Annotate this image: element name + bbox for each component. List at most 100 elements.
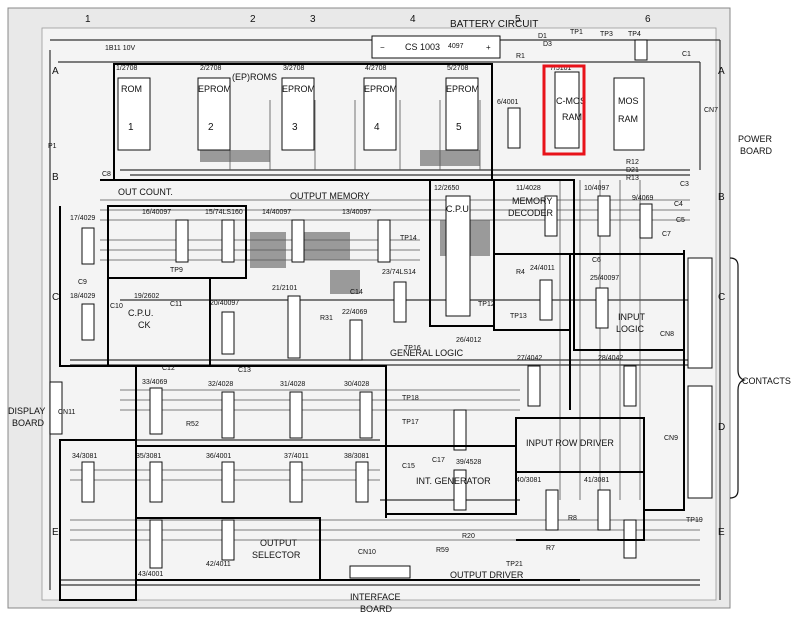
svg-text:CN10: CN10 (358, 549, 376, 556)
svg-text:TP4: TP4 (628, 31, 641, 38)
svg-text:CN9: CN9 (664, 435, 678, 442)
board-version: 1B11 10V (105, 45, 136, 52)
svg-text:33/4069: 33/4069 (142, 379, 167, 386)
svg-text:C10: C10 (110, 303, 123, 310)
svg-text:C5: C5 (676, 217, 685, 224)
svg-text:25/40097: 25/40097 (590, 275, 619, 282)
svg-text:RAM: RAM (562, 112, 582, 122)
mos-ram-chip: MOS RAM (613, 77, 645, 151)
svg-text:21/2101: 21/2101 (272, 285, 297, 292)
svg-text:ROM: ROM (121, 84, 142, 94)
component-refs: CN7 CN8 CN9 CN10 CN11 TP1 TP3 TP4 TP9 TP… (58, 29, 718, 568)
output-driver-label: OUTPUT DRIVER (450, 570, 524, 580)
svg-text:TP3: TP3 (600, 31, 613, 38)
svg-text:C3: C3 (680, 181, 689, 188)
svg-text:3/2708: 3/2708 (283, 65, 305, 72)
svg-text:37/4011: 37/4011 (284, 453, 309, 460)
display-board-label: BOARD (12, 418, 45, 428)
svg-text:C4: C4 (674, 201, 683, 208)
svg-text:14/40097: 14/40097 (262, 209, 291, 216)
svg-text:32/4028: 32/4028 (208, 381, 233, 388)
svg-text:CN11: CN11 (58, 409, 75, 416)
block-labels: OUT COUNT. OUTPUT MEMORY MEMORY DECODER … (118, 187, 646, 580)
svg-text:D21: D21 (626, 167, 639, 174)
svg-text:R1: R1 (516, 53, 525, 60)
svg-text:EPROM: EPROM (198, 84, 231, 94)
svg-text:−: − (380, 43, 385, 52)
svg-text:E: E (52, 527, 59, 538)
svg-text:5: 5 (456, 122, 462, 133)
memory-label: MEMORY (512, 196, 552, 206)
svg-text:TP14: TP14 (400, 235, 417, 242)
svg-text:28/4042: 28/4042 (598, 355, 623, 362)
svg-text:R31: R31 (320, 315, 333, 322)
svg-text:CN7: CN7 (704, 107, 718, 114)
decoder-label: DECODER (508, 208, 554, 218)
power-board-label: BOARD (740, 146, 773, 156)
svg-text:R7: R7 (546, 545, 555, 552)
svg-text:23/74LS14: 23/74LS14 (382, 269, 416, 276)
cmos-ram-chip: 7/5101 C-MOS RAM (550, 65, 586, 149)
epproms-label: (EP)ROMS (232, 72, 277, 82)
svg-text:9/4069: 9/4069 (632, 195, 654, 202)
general-logic-label: GENERAL LOGIC (390, 348, 464, 358)
svg-text:34/3081: 34/3081 (72, 453, 97, 460)
svg-text:RAM: RAM (618, 114, 638, 124)
ic-chips: 6/4001 11/4028 10/4097 9/4069 12/2650 C.… (70, 39, 654, 578)
svg-text:20/40097: 20/40097 (210, 300, 239, 307)
svg-text:B: B (52, 172, 59, 183)
svg-text:R8: R8 (568, 515, 577, 522)
battery-cs1003: − CS 1003 4097 + (371, 35, 501, 59)
svg-text:C11: C11 (170, 301, 182, 308)
svg-text:15/74LS160: 15/74LS160 (205, 209, 243, 216)
svg-text:EPROM: EPROM (364, 84, 397, 94)
svg-text:E: E (718, 527, 725, 538)
rom-3: 3/2708 EPROM 3 (281, 65, 315, 151)
svg-text:A: A (52, 66, 59, 77)
svg-text:C6: C6 (592, 257, 601, 264)
out-count-label: OUT COUNT. (118, 187, 173, 197)
grid-markers: 1 2 3 4 5 6 A B C D E A B C D E (52, 14, 725, 538)
logic-label: LOGIC (616, 324, 645, 334)
svg-text:2: 2 (250, 14, 256, 25)
p1-label: P1 (48, 143, 57, 150)
svg-text:C1: C1 (682, 51, 691, 58)
svg-text:R52: R52 (186, 421, 199, 428)
svg-text:R4: R4 (516, 269, 525, 276)
svg-text:C-MOS: C-MOS (556, 96, 586, 106)
svg-text:R59: R59 (436, 547, 449, 554)
svg-text:CN8: CN8 (660, 331, 674, 338)
svg-text:5: 5 (515, 14, 521, 25)
svg-text:EPROM: EPROM (446, 84, 479, 94)
selector-label: SELECTOR (252, 550, 301, 560)
svg-text:B: B (718, 192, 725, 203)
input-label: INPUT (618, 312, 646, 322)
svg-text:36/4001: 36/4001 (206, 453, 231, 460)
svg-text:35/3081: 35/3081 (136, 453, 161, 460)
svg-text:A: A (718, 66, 725, 77)
cpu-ck-label-1: C.P.U. (128, 308, 153, 318)
svg-text:+: + (486, 43, 491, 52)
svg-text:3: 3 (292, 122, 298, 133)
svg-text:C15: C15 (402, 463, 415, 470)
output-label: OUTPUT (260, 538, 298, 548)
svg-text:16/40097: 16/40097 (142, 209, 171, 216)
power-label: POWER (738, 134, 773, 144)
svg-text:1: 1 (85, 14, 91, 25)
svg-text:C: C (52, 292, 59, 303)
svg-text:MOS: MOS (618, 96, 639, 106)
svg-text:C7: C7 (662, 231, 671, 238)
svg-text:D3: D3 (543, 41, 552, 48)
svg-text:R12: R12 (626, 159, 639, 166)
output-memory-label: OUTPUT MEMORY (290, 191, 370, 201)
connectors (49, 257, 713, 579)
rom-row: 1/2708 ROM 1 2/2708 EPROM 2 3/2708 EPROM… (116, 65, 479, 151)
contacts-label: CONTACTS (742, 376, 791, 386)
svg-text:4: 4 (374, 122, 380, 133)
svg-text:C12: C12 (162, 365, 175, 372)
block-outlines (59, 63, 685, 601)
svg-text:1/2708: 1/2708 (116, 65, 138, 72)
svg-text:7/5101: 7/5101 (550, 65, 572, 72)
svg-text:38/3081: 38/3081 (344, 453, 369, 460)
